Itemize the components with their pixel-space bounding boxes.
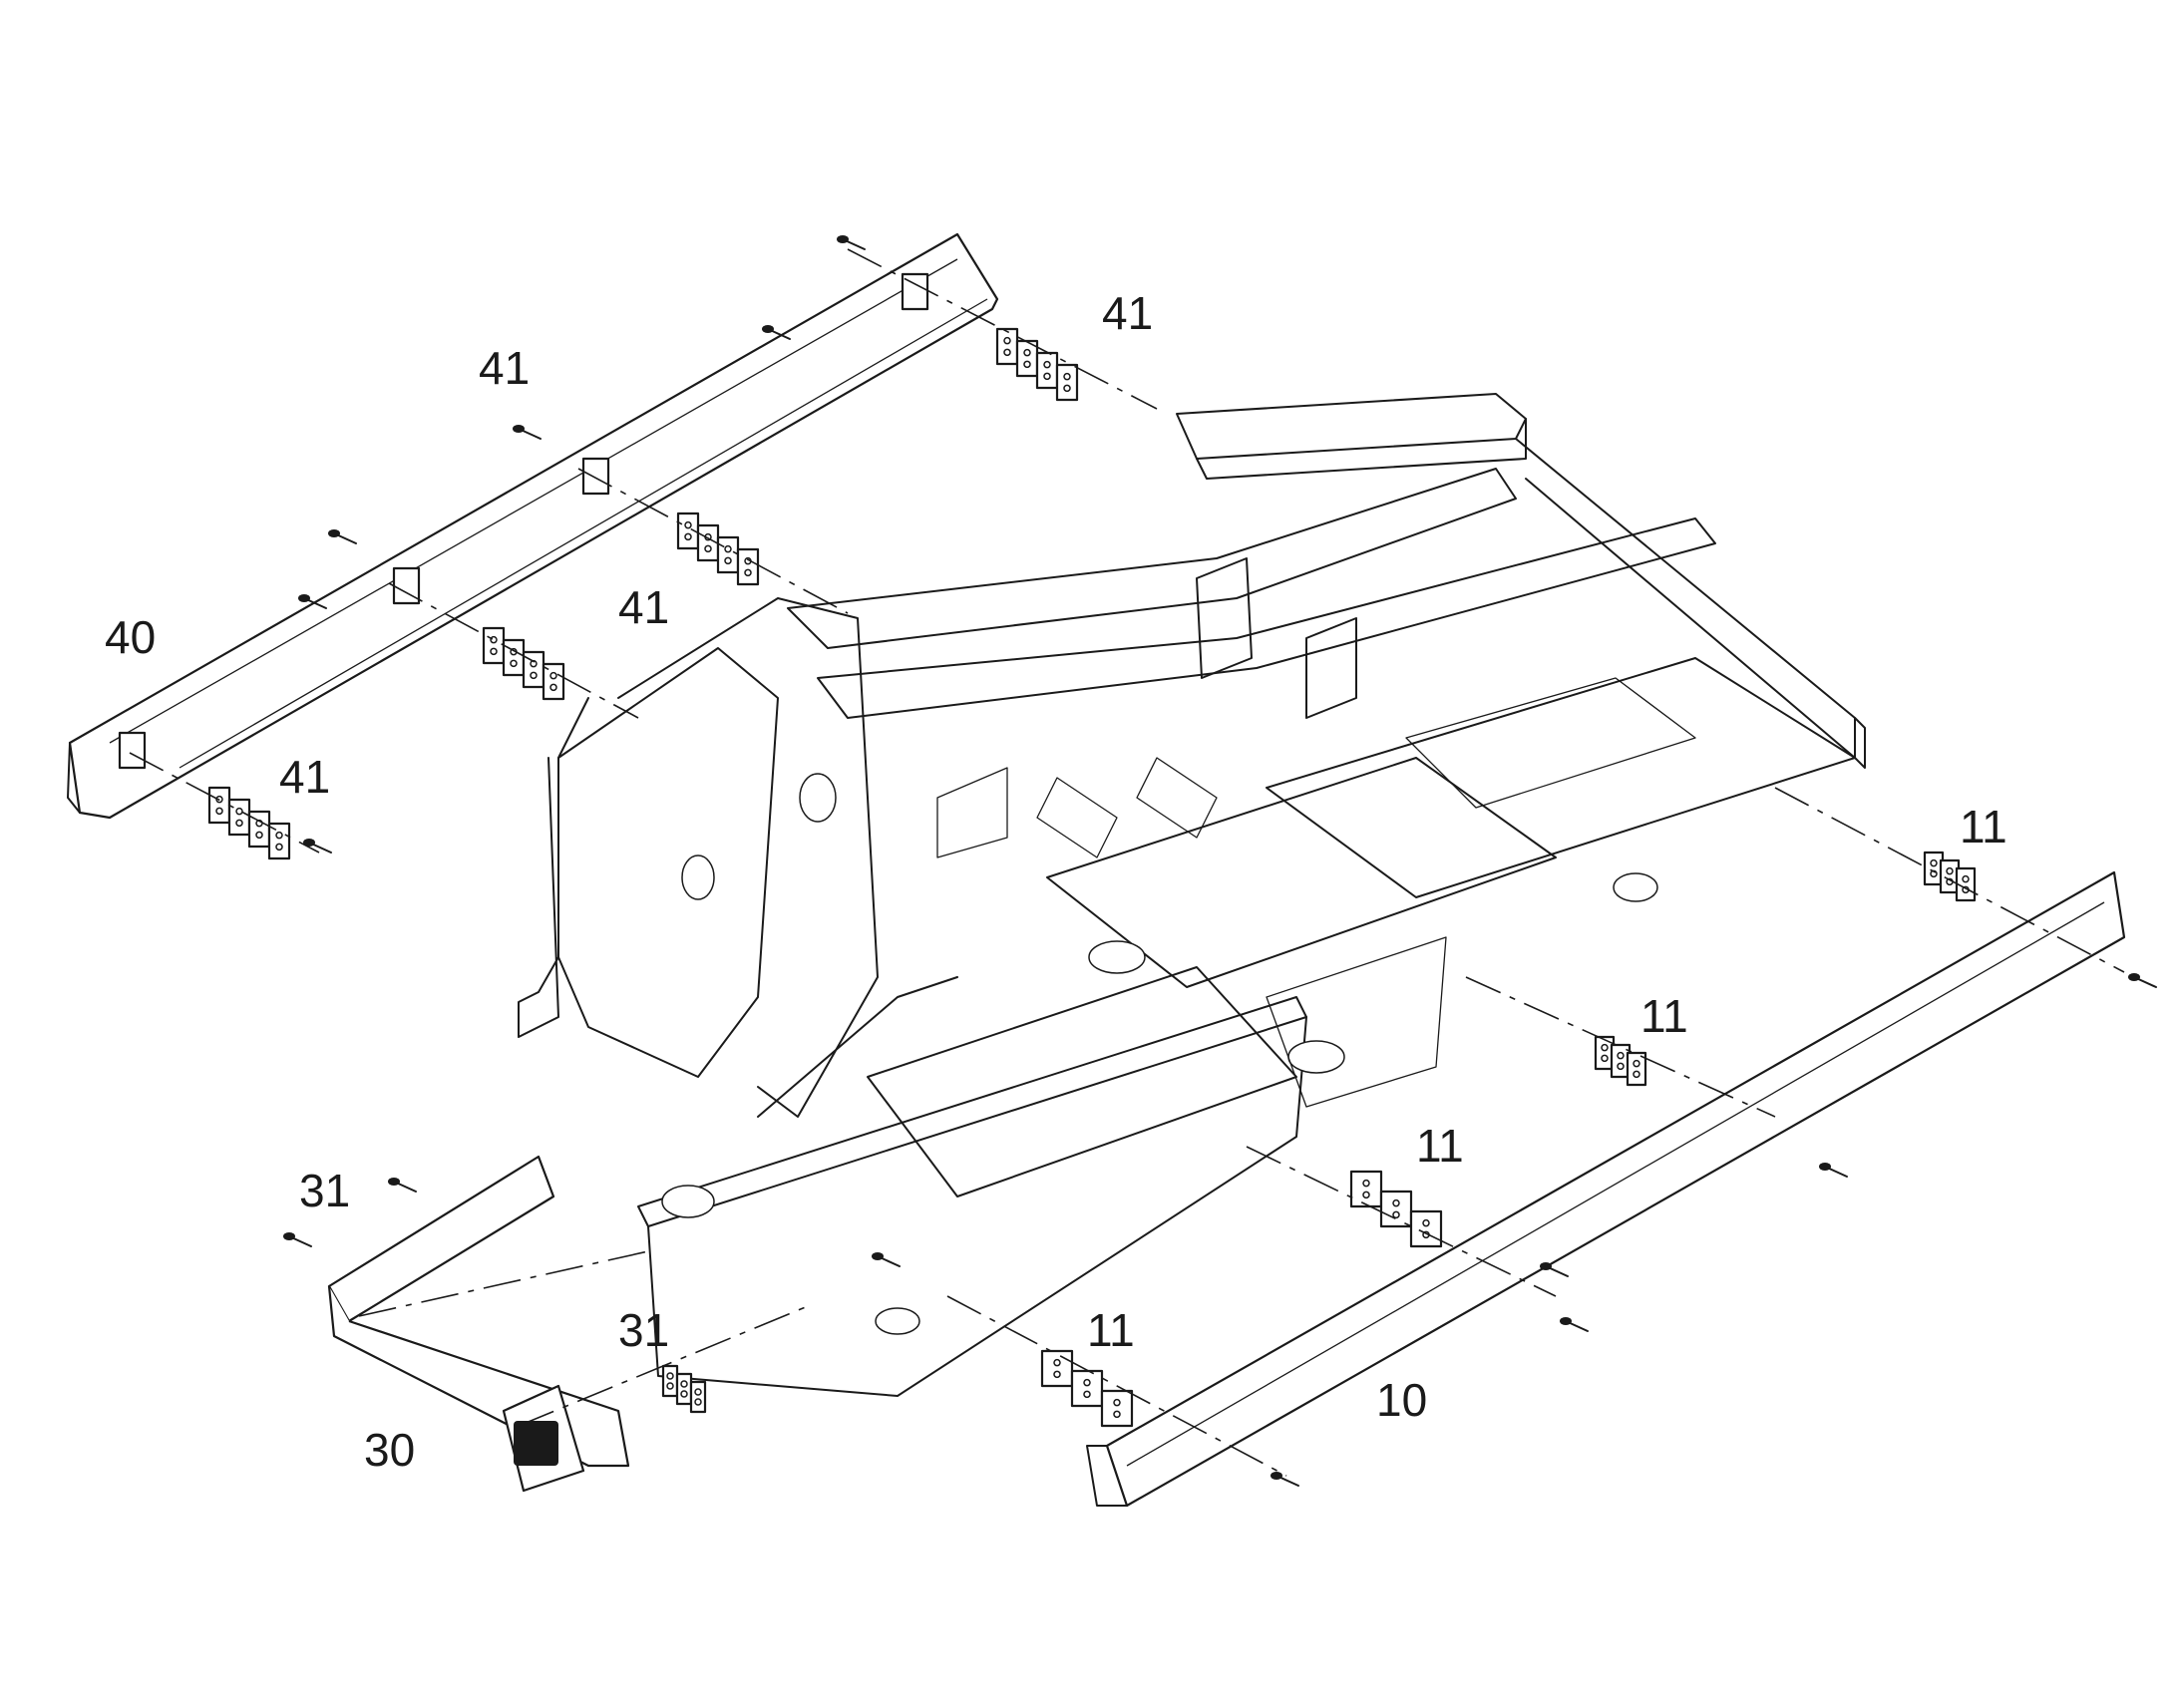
plate-stacks — [207, 327, 1977, 1428]
shim-plate-stack — [207, 786, 291, 860]
callout-11-center: 11 — [1416, 1120, 1464, 1172]
part-10-side-rail — [1086, 870, 2126, 1508]
bolt-icon — [1271, 1472, 1299, 1487]
bolt-icon — [513, 425, 542, 440]
shim-plate-stack — [995, 327, 1079, 402]
bolt-icon — [1560, 1317, 1589, 1332]
bolt-icon — [872, 1252, 901, 1267]
shim-plate-stack — [661, 1364, 707, 1414]
shim-plate-stack — [676, 512, 760, 586]
callout-31-lower: 31 — [618, 1304, 669, 1356]
assembly-lines — [129, 248, 2125, 1477]
shim-plate-stack — [1040, 1349, 1134, 1428]
shim-plate-stack — [1923, 851, 1977, 902]
bolt-icon — [837, 235, 866, 250]
bolt-icon — [1819, 1163, 1848, 1178]
callout-30: 30 — [364, 1424, 415, 1476]
callout-labels: 41 41 41 41 40 11 11 11 11 10 31 31 30 — [105, 287, 2007, 1476]
shim-plate-stack — [1349, 1170, 1443, 1248]
bolt-icon — [328, 529, 357, 544]
callout-41-middle: 41 — [618, 581, 669, 633]
bolt-icon — [298, 594, 327, 609]
bolt-icon — [388, 1178, 417, 1193]
callout-10: 10 — [1376, 1374, 1427, 1426]
callout-11-lower: 11 — [1087, 1304, 1135, 1356]
shim-plate-stack — [482, 626, 565, 701]
callout-41-top-left: 41 — [479, 342, 530, 394]
callout-40: 40 — [105, 611, 156, 663]
main-frame — [518, 393, 1866, 1397]
shim-plate-stack — [1594, 1035, 1647, 1087]
callout-41-top-right: 41 — [1102, 287, 1153, 339]
fasteners — [283, 235, 2157, 1487]
grille-icon — [514, 1421, 558, 1466]
bolt-icon — [303, 839, 332, 854]
bolt-icon — [2128, 973, 2157, 988]
callout-41-left: 41 — [279, 751, 330, 803]
bolt-icon — [283, 1232, 312, 1247]
callout-11-right-mid: 11 — [1640, 990, 1688, 1042]
bolt-icon — [762, 325, 791, 340]
callout-11-right-top: 11 — [1960, 801, 2007, 853]
part-30-front-cover — [327, 1155, 630, 1493]
part-40-side-rail — [67, 232, 999, 820]
callout-31-upper: 31 — [299, 1165, 350, 1216]
bolt-icon — [1540, 1262, 1569, 1277]
